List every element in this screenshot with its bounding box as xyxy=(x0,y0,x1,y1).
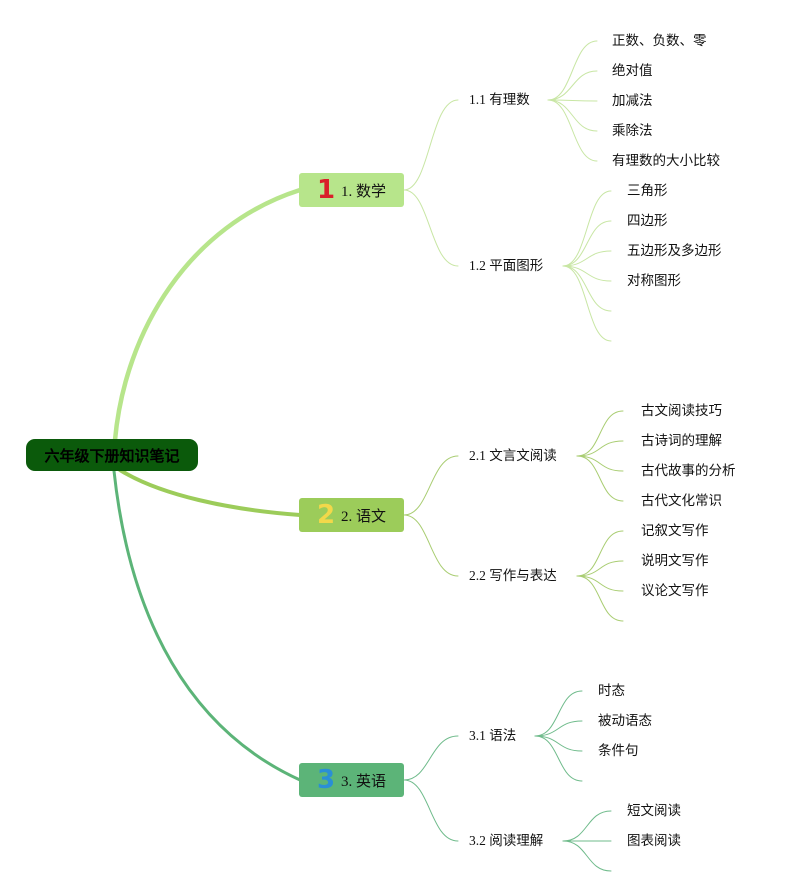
leaf-connector xyxy=(534,735,583,752)
leaf-node[interactable]: 古文阅读技巧 xyxy=(641,403,722,419)
topic-node[interactable]: 1.2 平面图形 xyxy=(469,258,544,273)
leaf-node[interactable]: 四边形 xyxy=(627,213,668,229)
leaf-node[interactable]: 有理数的大小比较 xyxy=(612,153,720,169)
leaf-node[interactable]: 记叙文写作 xyxy=(641,523,709,539)
leaf-connector xyxy=(547,40,598,101)
topic-connector xyxy=(403,514,459,577)
leaf-node[interactable]: 乘除法 xyxy=(612,123,653,139)
leaf-node[interactable]: 时态 xyxy=(598,683,625,699)
branch-label: 2. 语文 xyxy=(341,508,387,525)
topic-node[interactable]: 3.1 语法 xyxy=(469,728,517,743)
branch-label: 1. 数学 xyxy=(341,183,387,200)
branch-english[interactable]: 3 3. 英语 xyxy=(299,763,404,797)
leaf-node[interactable]: 条件句 xyxy=(598,743,639,759)
leaf-connector xyxy=(534,690,583,737)
branch-chinese[interactable]: 2 2. 语文 xyxy=(299,498,404,532)
leaf-node[interactable]: 加减法 xyxy=(612,93,653,109)
leaf-node[interactable]: 说明文写作 xyxy=(641,553,709,569)
leaf-node[interactable]: 古诗词的理解 xyxy=(641,433,722,449)
leaf-connector xyxy=(562,190,612,267)
leaf-node[interactable]: 图表阅读 xyxy=(627,833,681,849)
branch-connector xyxy=(118,468,302,517)
leaf-connector xyxy=(576,440,624,457)
leaf-connector xyxy=(534,735,583,782)
leaf-connector xyxy=(562,265,612,312)
topic-connector xyxy=(403,735,459,781)
number-2-icon: 2 xyxy=(316,500,336,530)
leaf-connector xyxy=(562,250,612,267)
leaf-connector xyxy=(576,410,624,457)
leaf-connector xyxy=(576,455,624,472)
leaf-connector xyxy=(562,220,612,267)
leaf-node[interactable]: 被动语态 xyxy=(598,713,652,729)
topic-node[interactable]: 2.2 写作与表达 xyxy=(469,568,557,583)
topic-node[interactable]: 1.1 有理数 xyxy=(469,92,530,107)
leaf-connector xyxy=(562,265,612,342)
leaf-connector xyxy=(562,265,612,282)
topic-node[interactable]: 2.1 文言文阅读 xyxy=(469,448,557,463)
root-node[interactable]: 六年级下册知识笔记 xyxy=(26,439,198,471)
topic-connector xyxy=(403,455,459,516)
topic-connector xyxy=(403,779,459,842)
leaf-connector xyxy=(576,455,624,502)
topic-connector xyxy=(403,99,459,191)
branch-label: 3. 英语 xyxy=(341,773,387,790)
leaf-connector xyxy=(562,840,612,872)
leaf-connector xyxy=(576,560,624,577)
leaf-connector xyxy=(547,99,598,162)
leaf-node[interactable]: 三角形 xyxy=(627,183,668,199)
leaf-node[interactable]: 五边形及多边形 xyxy=(627,243,722,259)
leaf-node[interactable]: 古代文化常识 xyxy=(641,493,722,509)
leaf-connector xyxy=(576,575,624,592)
branch-math[interactable]: 1 1. 数学 xyxy=(299,173,404,207)
leaf-node[interactable]: 绝对值 xyxy=(612,63,653,79)
leaf-node[interactable]: 对称图形 xyxy=(627,273,681,289)
leaf-connector xyxy=(547,99,598,102)
number-3-icon: 3 xyxy=(316,765,336,795)
root-title: 六年级下册知识笔记 xyxy=(44,446,180,465)
topic-node[interactable]: 3.2 阅读理解 xyxy=(469,833,544,848)
leaf-connector xyxy=(534,720,583,737)
leaf-connector xyxy=(547,99,598,132)
leaf-node[interactable]: 议论文写作 xyxy=(641,583,709,599)
leaf-connector xyxy=(576,575,624,622)
leaf-connector xyxy=(562,810,612,842)
branch-connector xyxy=(112,187,303,443)
leaf-node[interactable]: 短文阅读 xyxy=(627,803,681,819)
topic-connector xyxy=(403,189,459,267)
number-1-icon: 1 xyxy=(316,175,336,205)
leaf-connector xyxy=(547,70,598,101)
branch-connector xyxy=(112,469,302,782)
leaf-connector xyxy=(576,530,624,577)
leaf-node[interactable]: 正数、负数、零 xyxy=(612,33,707,49)
leaf-node[interactable]: 古代故事的分析 xyxy=(641,463,736,479)
